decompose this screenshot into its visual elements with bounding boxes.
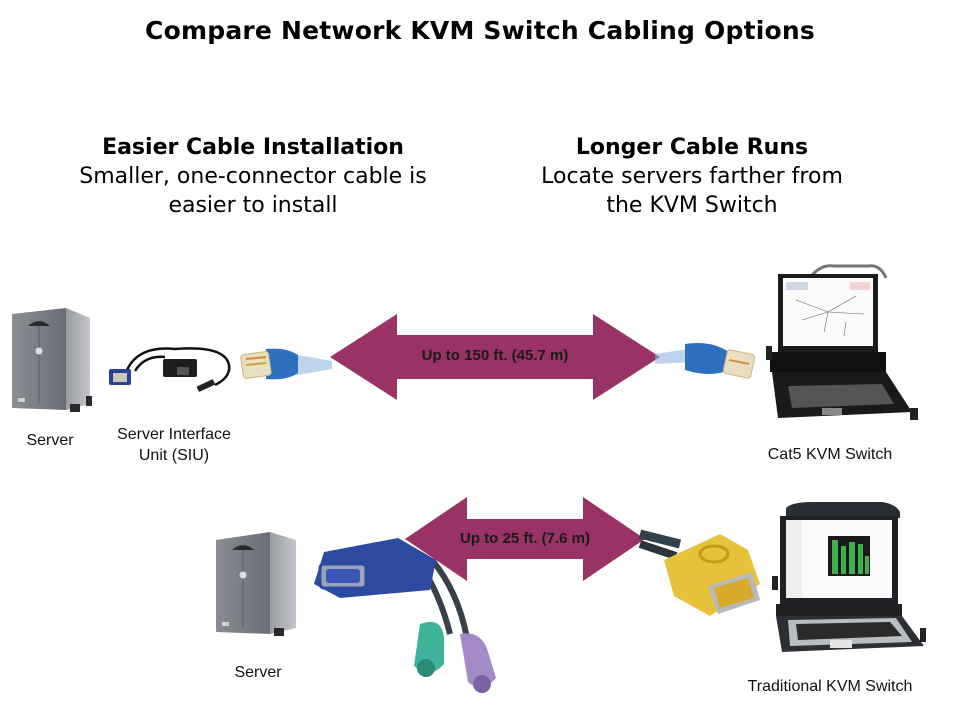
- ps2-purple-plug: [460, 633, 496, 693]
- traditional-kvm-switch-icon: [772, 502, 926, 652]
- rj45-plug-icon: [240, 348, 332, 380]
- cat5-kvm-switch-label: Cat5 KVM Switch: [767, 446, 893, 463]
- server-label: Server: [26, 432, 74, 449]
- server-label: Server: [234, 664, 282, 681]
- double-arrow-shape: [405, 497, 645, 581]
- longer-runs-column: Longer Cable Runs Locate servers farther…: [500, 133, 884, 220]
- siu-label-line: Server Interface: [117, 426, 231, 443]
- column-text-line: the KVM Switch: [606, 193, 778, 218]
- distance-arrow-150ft: [330, 314, 660, 400]
- traditional-kvm-switch-label: Traditional KVM Switch: [747, 678, 913, 695]
- column-heading: Easier Cable Installation: [102, 135, 404, 160]
- column-text-line: easier to install: [168, 193, 338, 218]
- column-heading: Longer Cable Runs: [575, 135, 809, 160]
- vga-ps2-connector-icon: [314, 538, 496, 693]
- easier-installation-column: Easier Cable Installation Smaller, one-c…: [40, 133, 466, 220]
- distance-arrow-25ft: [405, 497, 645, 581]
- page-title: Compare Network KVM Switch Cabling Optio…: [145, 16, 815, 45]
- column-text-line: Locate servers farther from: [541, 164, 843, 189]
- siu-label: Server Interface Unit (SIU): [105, 424, 243, 466]
- cat5-kvm-switch-icon: [766, 264, 918, 420]
- ps2-green-plug: [414, 621, 444, 677]
- server-icon: [216, 532, 296, 636]
- distance-label-150ft: Up to 150 ft. (45.7 m): [421, 347, 569, 364]
- rj45-plug-icon: [655, 343, 756, 379]
- vga-yellow-connector-icon: [638, 529, 760, 616]
- server-icon: [12, 308, 92, 412]
- column-text-line: Smaller, one-connector cable is: [79, 164, 427, 189]
- distance-label-25ft: Up to 25 ft. (7.6 m): [459, 530, 590, 547]
- siu-label-line: Unit (SIU): [138, 447, 210, 464]
- server-interface-unit-icon: [109, 347, 231, 392]
- double-arrow-shape: [330, 314, 660, 400]
